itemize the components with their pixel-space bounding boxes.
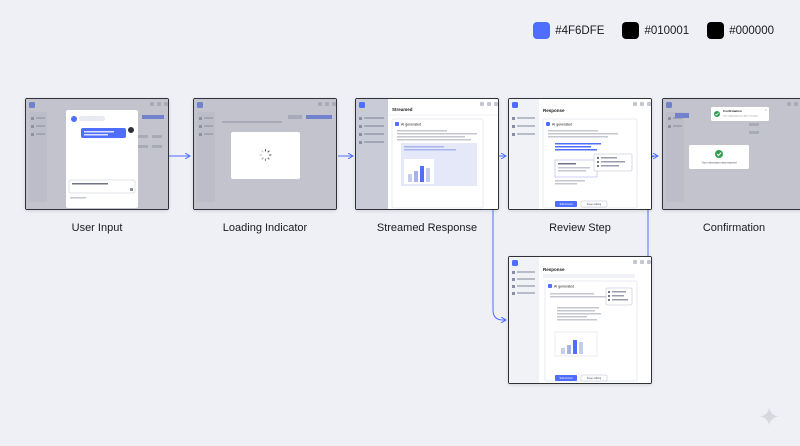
confirmation-mockup: Confirmation Your submission has been re… (663, 99, 800, 209)
color-legend: #4F6DFE #010001 #000000 (533, 22, 774, 39)
loading-mockup (194, 99, 336, 209)
keep-editing-button-label: Keep editing (587, 376, 602, 380)
step-caption-streamed: Streamed Response (376, 222, 478, 234)
toast-text: Your submission has been received (723, 115, 758, 118)
dialog-text: Your submission was received (702, 161, 737, 165)
legend-item-dark: #010001 (622, 22, 689, 39)
confirmation-screen: Confirmation Your submission has been re… (662, 98, 800, 210)
loading-indicator-screen (193, 98, 337, 210)
streamed-response-screen: Streamed AI generated (355, 98, 499, 210)
card-label: AI generated (401, 123, 421, 127)
keep-editing-button-label: Keep editing (587, 202, 602, 206)
panel-title: Response (543, 267, 565, 272)
check-circle-icon (715, 150, 723, 158)
legend-item-black: #000000 (707, 22, 774, 39)
review-step-screen: Response AI generated Submit text Keep e… (508, 98, 652, 210)
review-mockup: Response AI generated Submit text Keep e… (509, 99, 651, 209)
legend-label: #4F6DFE (555, 24, 605, 37)
submit-button-label: Submit text (560, 202, 573, 206)
panel-title: Response (543, 108, 565, 113)
user-input-screen (25, 98, 169, 210)
review-variant-mockup: Response AI generated Submit text Keep e… (509, 257, 651, 383)
close-icon: × (765, 108, 767, 112)
color-swatch (707, 22, 725, 39)
user-input-mockup (26, 99, 168, 209)
card-label: AI generated (552, 123, 572, 127)
sparkle-icon: ✦ (758, 402, 780, 432)
step-caption-loading: Loading Indicator (222, 222, 308, 234)
step-caption-user-input: User Input (71, 222, 123, 234)
legend-label: #000000 (729, 24, 774, 37)
submit-button-label: Submit text (560, 376, 573, 380)
review-step-variant-screen: Response AI generated Submit text Keep e… (508, 256, 652, 384)
toast-title: Confirmation (723, 109, 742, 113)
streamed-mockup: Streamed AI generated (356, 99, 498, 209)
legend-label: #010001 (644, 24, 690, 37)
color-swatch (533, 22, 551, 39)
success-icon (714, 111, 720, 117)
card-label: AI generated (554, 285, 574, 289)
spinner-icon (259, 148, 272, 162)
legend-item-accent: #4F6DFE (533, 22, 604, 39)
step-caption-confirmation: Confirmation (702, 222, 766, 234)
panel-title: Streamed (392, 107, 413, 112)
step-caption-review: Review Step (549, 222, 611, 234)
color-swatch (622, 22, 640, 39)
